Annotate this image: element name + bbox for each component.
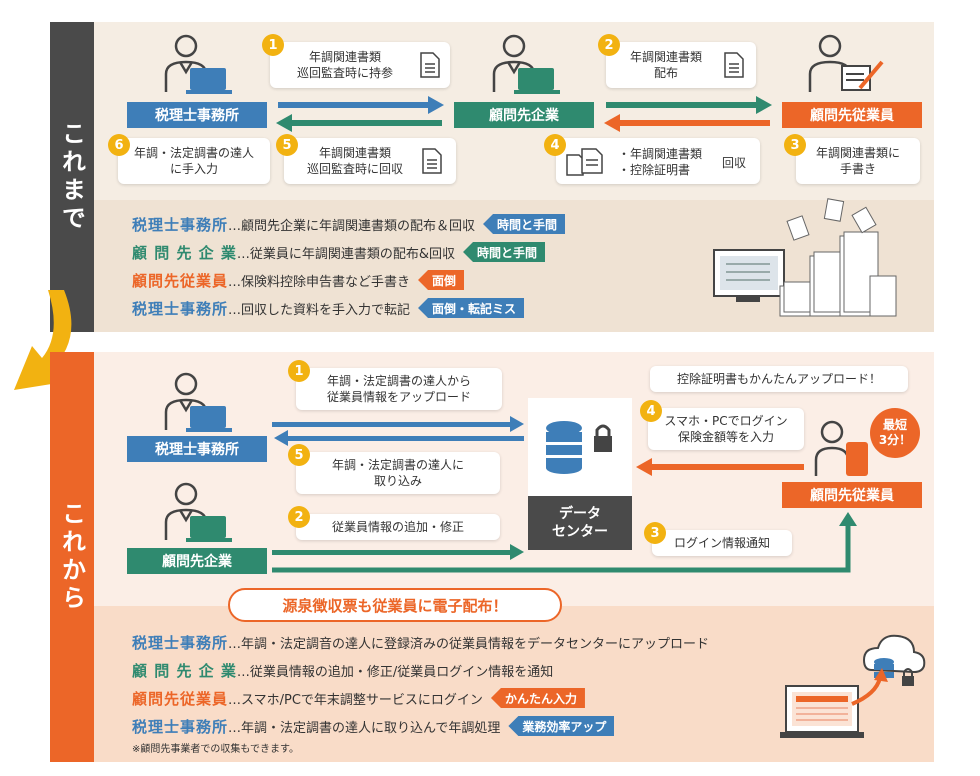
summary-who: 顧問先従業員	[132, 689, 229, 708]
summary-desc: …保険料控除申告書など手書き	[228, 274, 411, 290]
summary-tag: 面倒・転記ミス	[418, 298, 525, 318]
summary-who: 顧 問 先 企 業	[132, 243, 237, 262]
database-icon	[546, 421, 612, 474]
before-step-2-badge: 2	[598, 34, 620, 56]
speed-badge: 最短 3分！	[870, 408, 920, 458]
footnote: ※顧問先事業者での収集もできます。	[132, 744, 299, 755]
client-company-person-icon	[492, 34, 560, 94]
after-step-1-bubble: 年調・法定調書の達人から 従業員情報をアップロード	[296, 368, 502, 410]
before-step-6-bubble: 年調・法定調書の達人 に手入力	[118, 138, 270, 184]
after-step-1-badge: 1	[288, 360, 310, 382]
before-tax-office-label: 税理士事務所	[127, 102, 267, 128]
arrow-company-to-tax	[276, 114, 442, 132]
after-client-company-label: 顧問先企業	[127, 548, 267, 574]
before-step-3-badge: 3	[784, 134, 806, 156]
after-client-employee-label: 顧問先従業員	[782, 482, 922, 508]
before-step-5-badge: 5	[276, 134, 298, 156]
before-client-company-label: 顧問先企業	[454, 102, 594, 128]
after-step-5-badge: 5	[288, 444, 310, 466]
summary-desc: …スマホ/PCで年末調整サービスにログイン	[228, 692, 483, 708]
arrow-tax-to-datacenter	[272, 416, 524, 432]
after-summary-row: 税理士事務所 …年調・法定調音の達人に登録済みの従業員情報をデータセンターにアッ…	[132, 630, 709, 654]
documents-icon	[566, 148, 603, 176]
before-step-4-suffix: 回収	[722, 156, 747, 170]
after-step-5-bubble: 年調・法定調書の達人に 取り込み	[296, 452, 500, 494]
before-tab: これまで	[50, 22, 94, 332]
after-tab: これから	[50, 352, 94, 762]
summary-who: 税理士事務所	[132, 717, 229, 736]
data-center-label: データ センター	[528, 496, 632, 550]
before-summary-row: 税理士事務所 …顧問先企業に年調関連書類の配布＆回収 時間と手間	[132, 212, 566, 236]
summary-tag: 面倒	[418, 270, 465, 290]
summary-tag: 時間と手間	[483, 214, 566, 234]
before-step-3-bubble: 年調関連書類に 手書き	[796, 138, 920, 184]
client-employee-person-icon	[808, 34, 884, 92]
summary-who: 顧 問 先 企 業	[132, 661, 237, 680]
arrow-employee-to-datacenter	[636, 458, 804, 476]
after-step-3-badge: 3	[644, 522, 666, 544]
after-step-3-bubble: ログイン情報通知	[652, 530, 792, 556]
summary-desc: …従業員情報の追加・修正/従業員ログイン情報を通知	[236, 664, 554, 680]
before-step-5-bubble: 年調関連書類 巡回監査時に回収	[284, 138, 456, 184]
summary-tag: かんたん入力	[490, 688, 585, 708]
document-icon	[422, 148, 442, 174]
summary-tag: 時間と手間	[463, 242, 546, 262]
summary-desc: …年調・法定調書の達人に取り込んで年調処理	[228, 720, 501, 736]
tax-office-person-icon	[164, 34, 232, 94]
before-client-employee-label: 顧問先従業員	[782, 102, 922, 128]
after-step-2-badge: 2	[288, 506, 310, 528]
summary-who: 顧問先従業員	[132, 271, 229, 290]
arrow-employee-to-company	[604, 114, 770, 132]
before-step-1-bubble: 年調関連書類 巡回監査時に持参	[270, 42, 450, 88]
before-step-4-badge: 4	[544, 134, 566, 156]
arrow-datacenter-to-tax	[274, 430, 524, 446]
summary-who: 税理士事務所	[132, 215, 229, 234]
before-summary-row: 顧 問 先 企 業 …従業員に年調関連書類の配布&回収 時間と手間	[132, 240, 546, 264]
arrow-company-to-employee	[272, 512, 857, 573]
before-summary-row: 顧問先従業員 …保険料控除申告書など手書き 面倒	[132, 268, 465, 292]
upload-callout: 控除証明書もかんたんアップロード！	[650, 366, 908, 392]
document-icon	[420, 52, 440, 78]
document-icon	[724, 52, 744, 78]
summary-desc: …従業員に年調関連書類の配布&回収	[236, 246, 456, 262]
before-step-6-badge: 6	[108, 134, 130, 156]
after-step-4-bubble: スマホ・PCでログイン 保険金額等を入力	[648, 408, 804, 450]
after-step-2-bubble: 従業員情報の追加・修正	[296, 514, 500, 540]
arrow-tax-to-company	[278, 96, 444, 114]
summary-who: 税理士事務所	[132, 299, 229, 318]
after-step-4-badge: 4	[640, 400, 662, 422]
after-tax-office-label: 税理士事務所	[127, 436, 267, 462]
client-employee-phone-icon	[814, 420, 868, 476]
after-summary-row: 顧問先従業員 …スマホ/PCで年末調整サービスにログイン かんたん入力	[132, 686, 585, 710]
summary-desc: …回収した資料を手入力で転記	[228, 302, 411, 318]
before-summary-row: 税理士事務所 …回収した資料を手入力で転記 面倒・転記ミス	[132, 296, 525, 320]
before-step-4-items: ・年調関連書類 ・控除証明書	[618, 147, 703, 177]
arrow-company-to-datacenter	[272, 544, 524, 560]
after-summary-row: 税理士事務所 …年調・法定調書の達人に取り込んで年調処理 業務効率アップ	[132, 714, 615, 738]
transition-arrow	[14, 290, 72, 390]
client-company-person-icon	[164, 482, 232, 542]
paper-stack-illustration	[713, 198, 897, 317]
before-step-1-badge: 1	[262, 34, 284, 56]
cloud-laptop-illustration	[780, 634, 926, 738]
arrow-company-to-employee	[606, 96, 772, 114]
before-arrows	[276, 96, 772, 132]
after-summary-row: 顧 問 先 企 業 …従業員情報の追加・修正/従業員ログイン情報を通知	[132, 658, 553, 682]
summary-desc: …顧問先企業に年調関連書類の配布＆回収	[228, 218, 476, 234]
tax-office-person-icon	[164, 372, 232, 432]
summary-tag: 業務効率アップ	[508, 716, 615, 736]
summary-who: 税理士事務所	[132, 633, 229, 652]
summary-desc: …年調・法定調音の達人に登録済みの従業員情報をデータセンターにアップロード	[228, 636, 710, 652]
headline-pill: 源泉徴収票も従業員に電子配布！	[228, 588, 562, 622]
